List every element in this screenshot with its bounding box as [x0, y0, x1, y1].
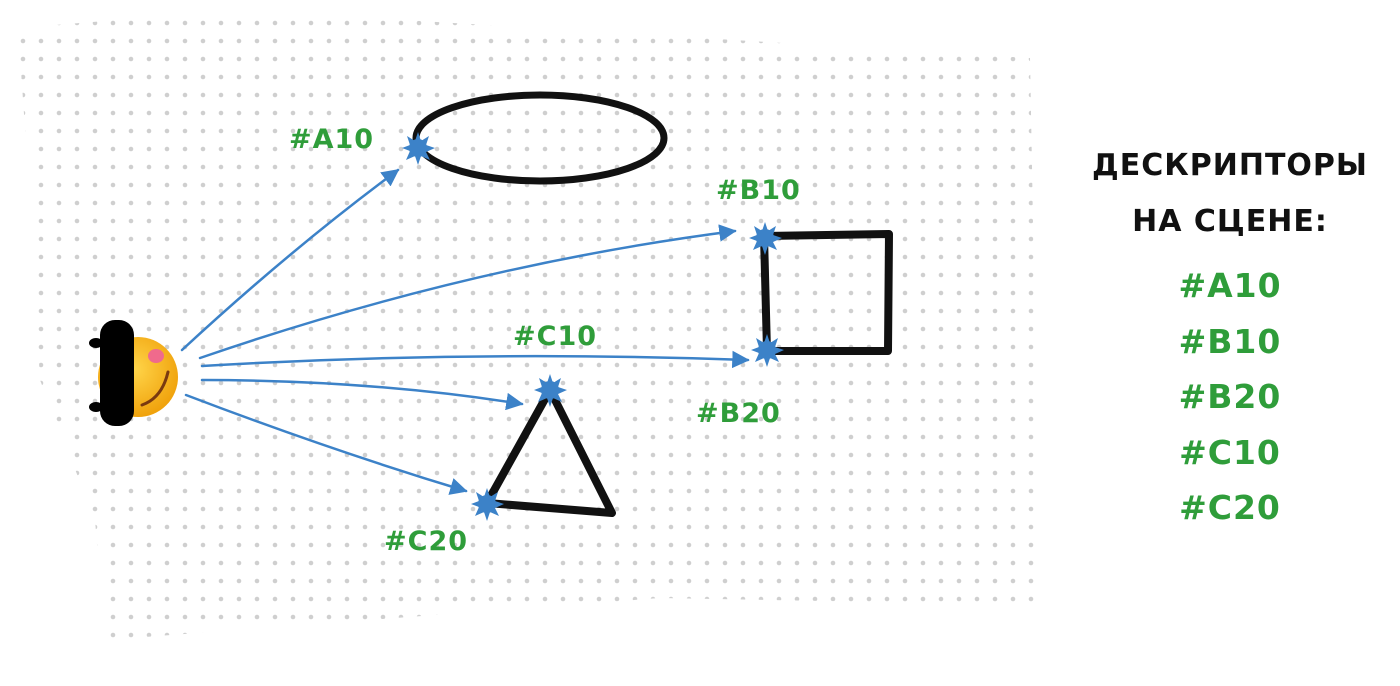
descriptor-legend: ДЕСКРИПТОРЫ НА СЦЕНЕ: #A10 #B10 #B20 #C1… — [1080, 138, 1380, 536]
legend-title-line2: НА СЦЕНЕ: — [1132, 204, 1328, 239]
arrow-to-c20 — [184, 393, 468, 495]
legend-item: #B20 — [1178, 377, 1282, 416]
legend-item: #C10 — [1179, 432, 1281, 472]
legend-title: ДЕСКРИПТОРЫ НА СЦЕНЕ: — [1080, 138, 1380, 250]
square-shape — [760, 230, 893, 355]
arrow-to-b10 — [198, 224, 737, 360]
arrow-to-a10 — [180, 168, 400, 352]
arrow-to-c10 — [200, 378, 524, 411]
label-b10: #B10 — [716, 175, 801, 206]
legend-item: #B10 — [1178, 321, 1282, 361]
arrows — [180, 168, 750, 495]
label-a10: #A10 — [289, 124, 375, 155]
dotted-background — [18, 10, 1040, 640]
legend-item: #C20 — [1179, 488, 1281, 527]
legend-list: #A10 #B10 #B20 #C10 #C20 — [1080, 258, 1380, 536]
legend-title-line1: ДЕСКРИПТОРЫ — [1092, 148, 1368, 183]
label-c10: #C10 — [513, 321, 598, 352]
legend-item: #A10 — [1178, 266, 1282, 305]
blindfolded-face-icon — [89, 320, 178, 426]
triangle-shape — [483, 386, 616, 517]
label-c20: #C20 — [384, 526, 469, 557]
arrow-to-b20 — [200, 350, 750, 369]
label-b20: #B20 — [696, 398, 781, 429]
